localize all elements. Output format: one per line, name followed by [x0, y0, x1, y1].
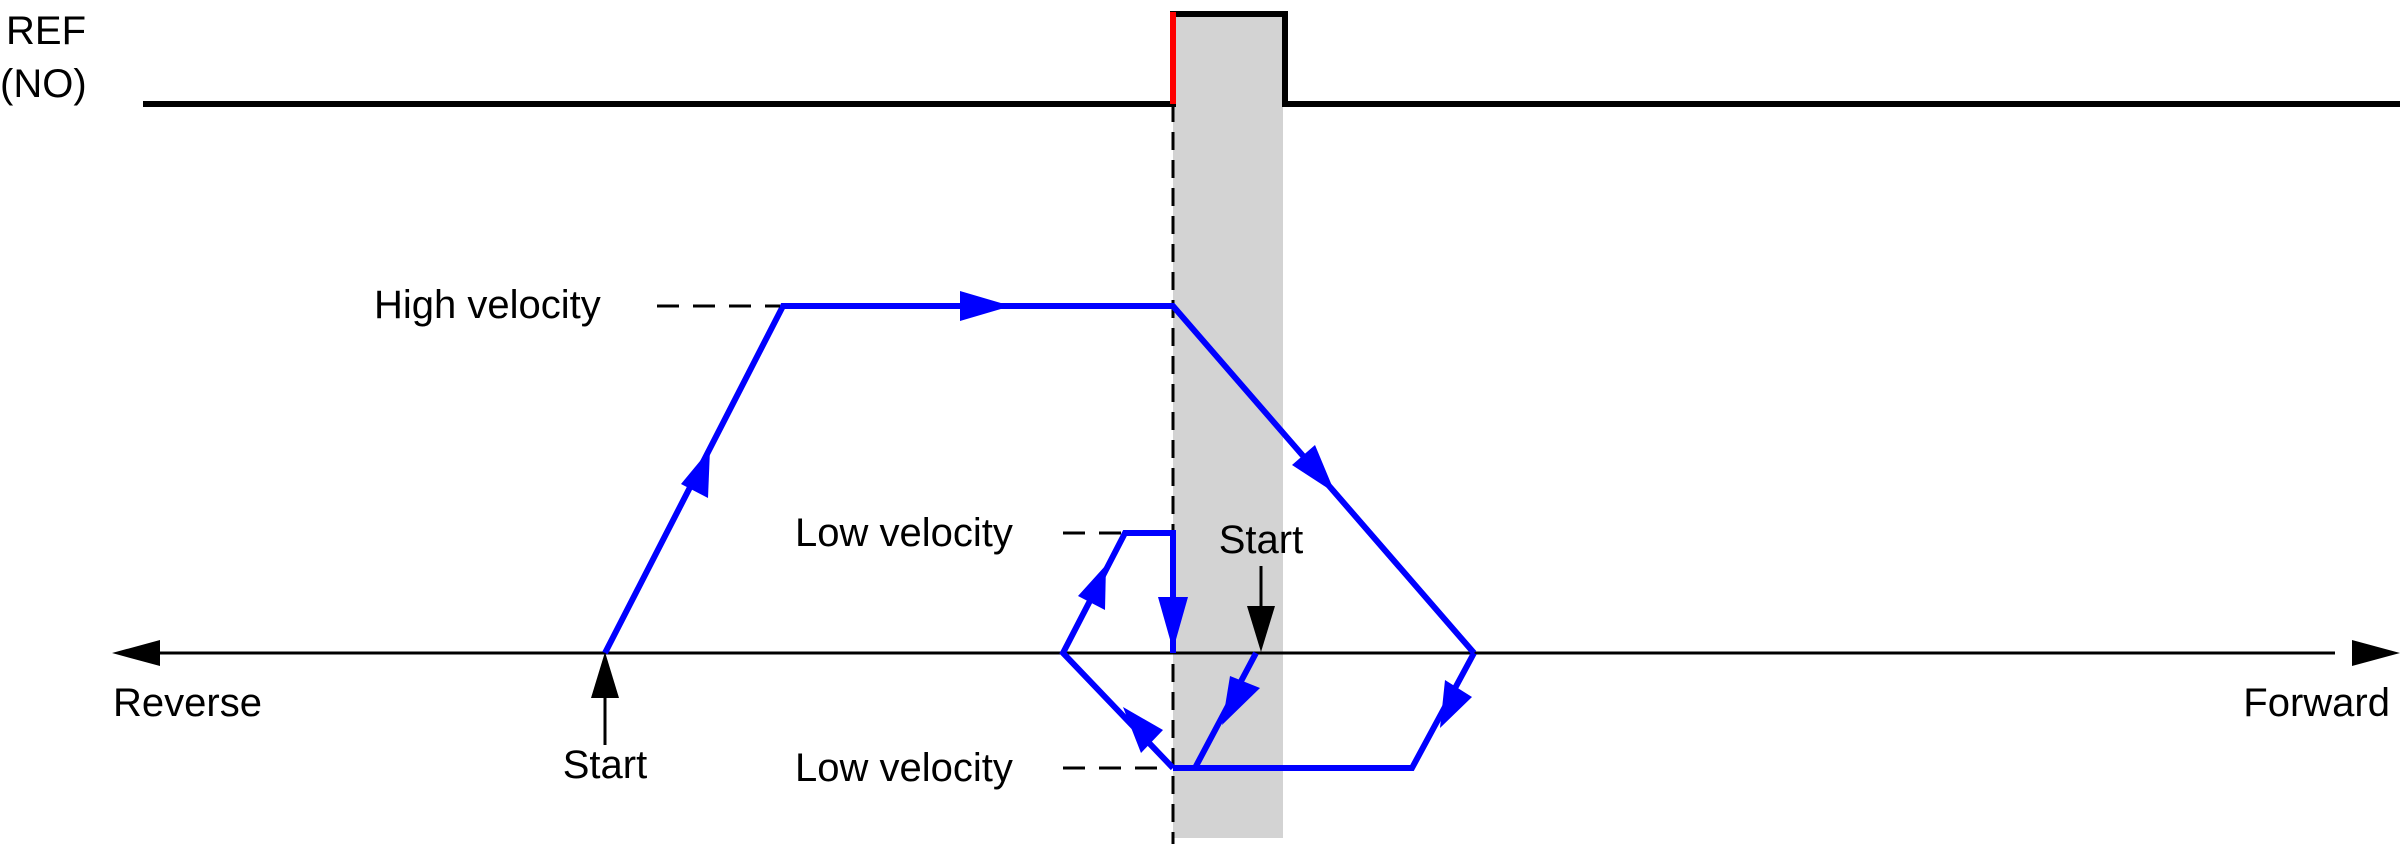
low-velocity-loop-path [1059, 530, 1176, 771]
forward-arrowhead [2352, 640, 2400, 666]
low-velocity-lower-label: Low velocity [795, 746, 1013, 790]
loop-ascent-arrow [1078, 565, 1106, 610]
ref-signal-line [143, 11, 2400, 107]
high-velocity-plateau-arrow [960, 291, 1011, 321]
second-start-arrow [1222, 676, 1260, 725]
start-marker-right-arrowhead [1247, 606, 1275, 652]
ref-signal-label-line1: REF [6, 9, 86, 53]
loop-descent-arrow [1158, 597, 1188, 650]
start-marker-left-arrowhead [591, 652, 619, 698]
high-velocity-ascent-arrow [681, 449, 710, 498]
return-down-arrow [1440, 680, 1472, 728]
high-velocity-descent-arrow [1292, 445, 1335, 493]
start-label-right: Start [1219, 518, 1303, 562]
low-velocity-upper-label: Low velocity [795, 511, 1013, 555]
start-label-left: Start [563, 743, 647, 787]
forward-label: Forward [2243, 681, 2390, 725]
reverse-arrowhead [112, 640, 160, 666]
high-velocity-path [602, 303, 1477, 655]
ref-signal-label-line2: (NO) [0, 62, 87, 106]
reverse-label: Reverse [113, 681, 262, 725]
high-velocity-label: High velocity [374, 283, 601, 327]
loop-reverse-arrow [1123, 707, 1163, 753]
